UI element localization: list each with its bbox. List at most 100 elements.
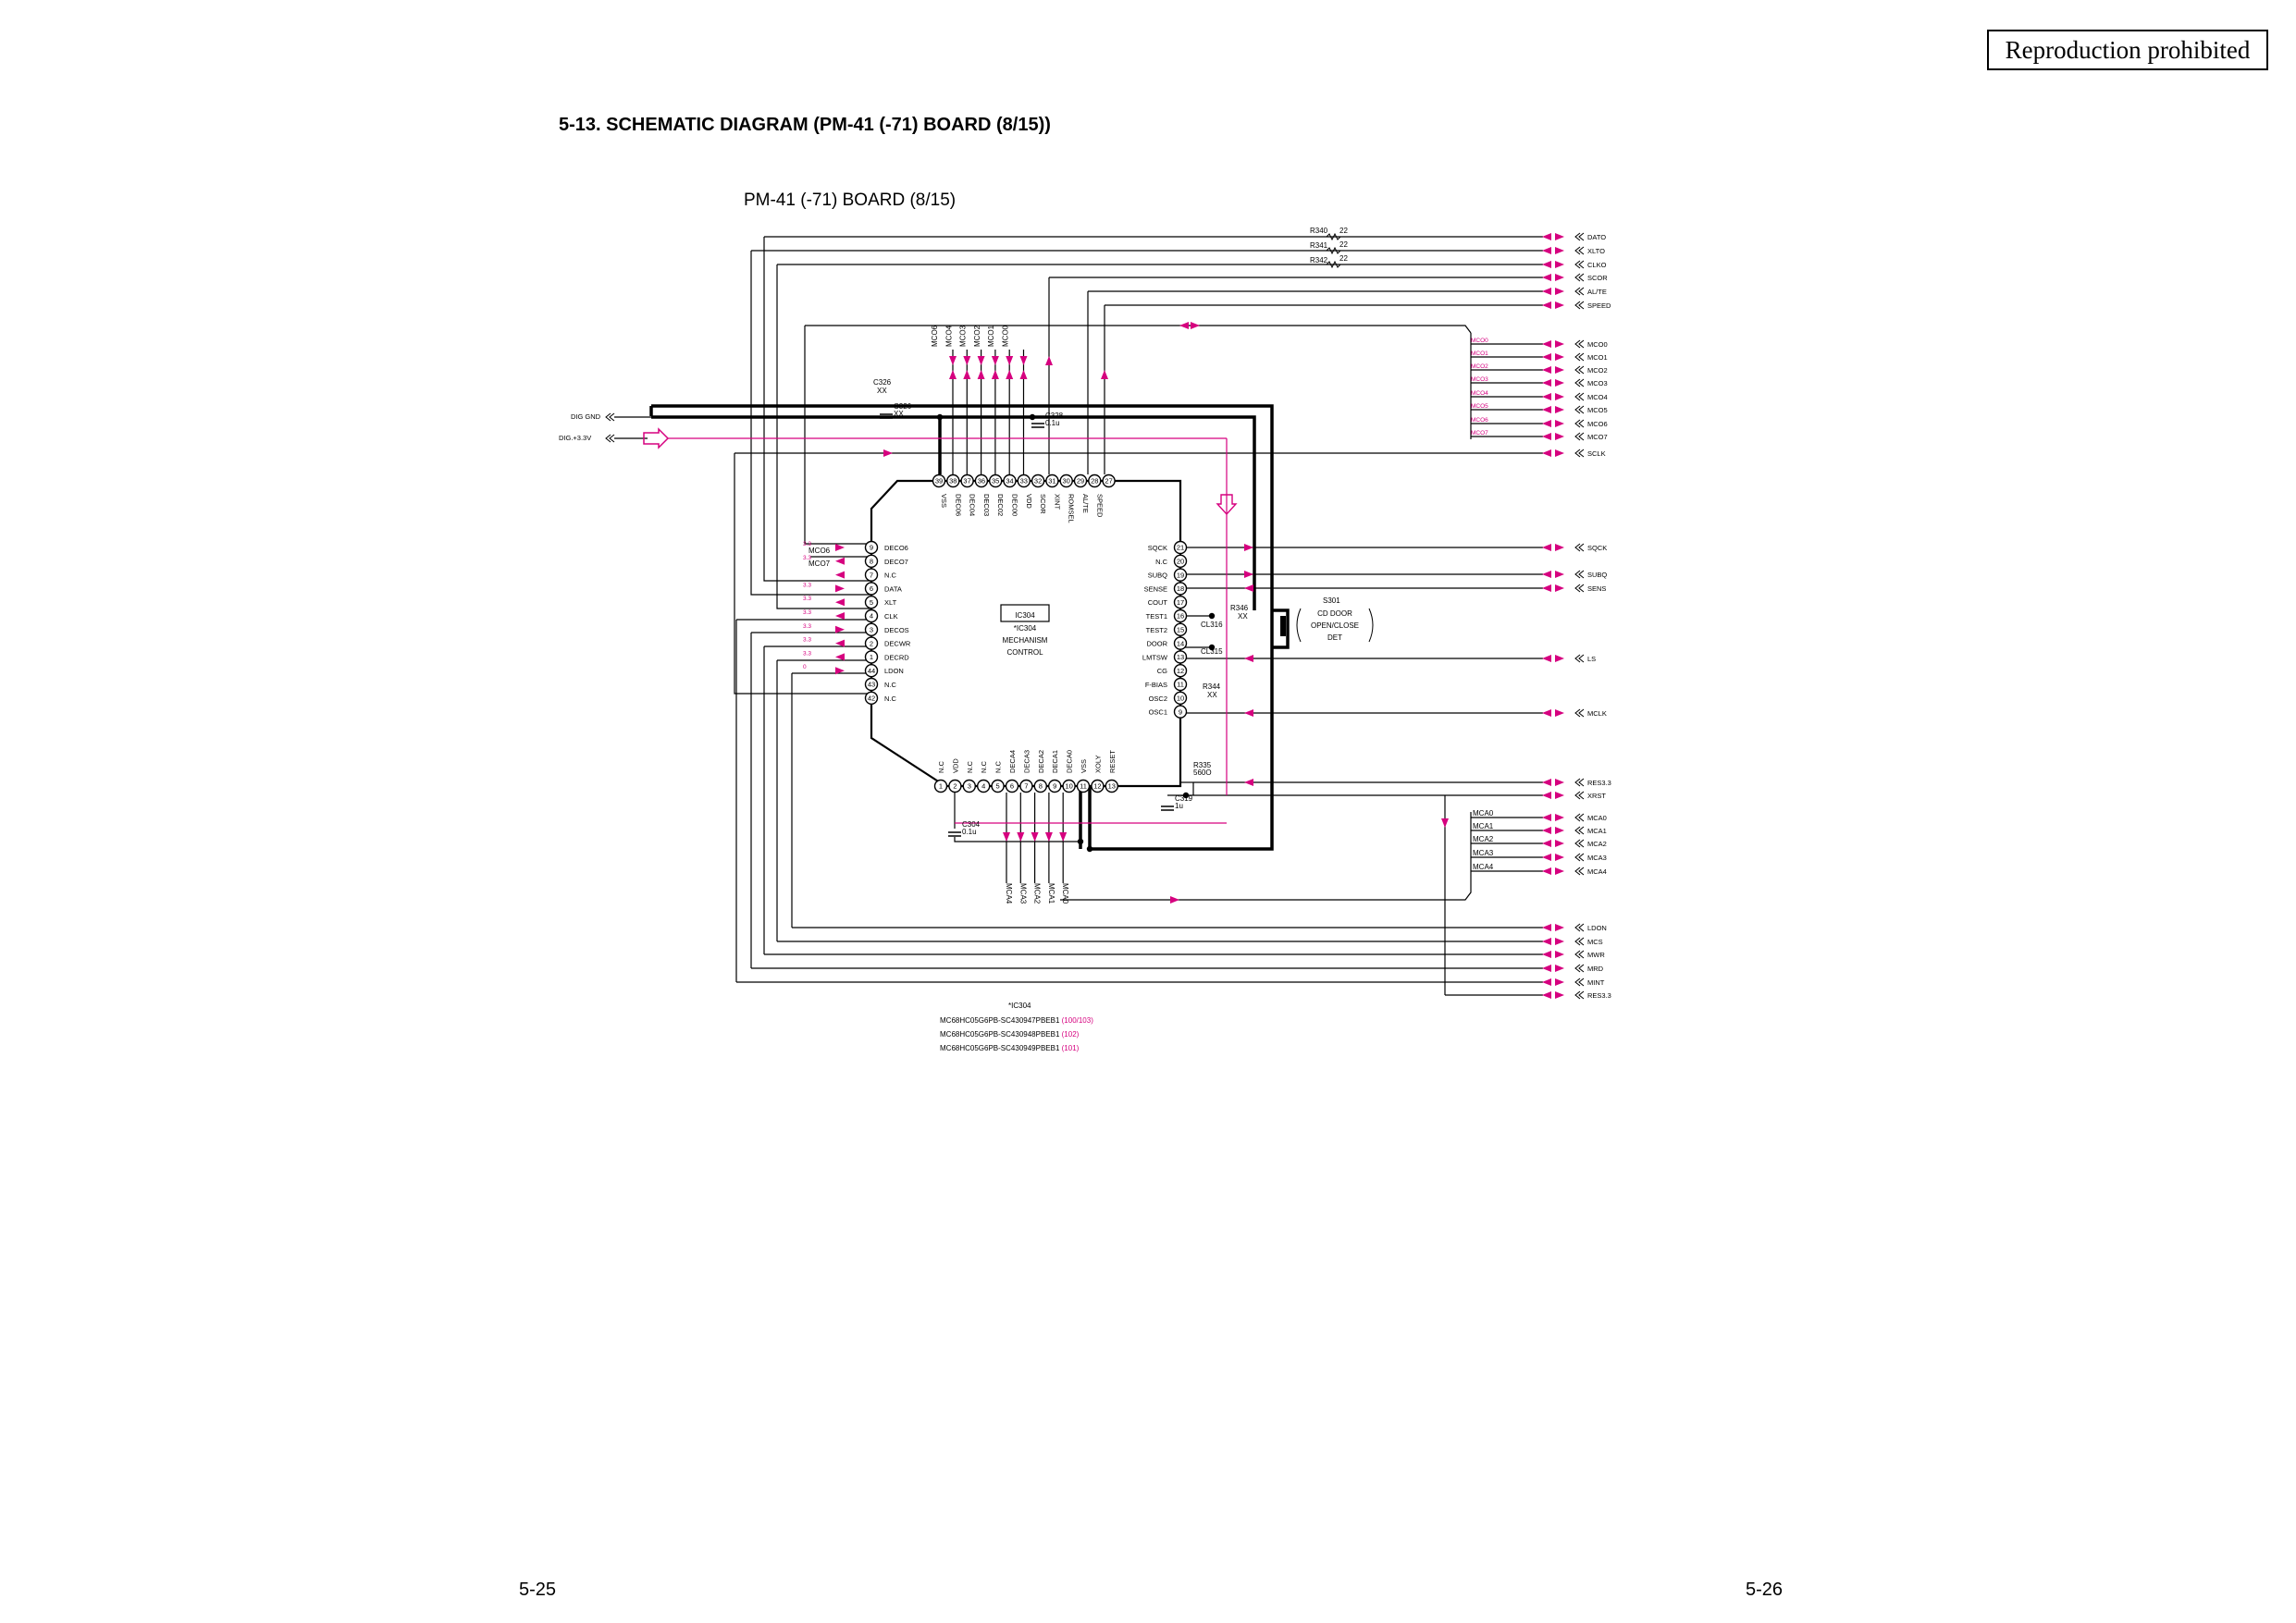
pin-label-left: N.C	[884, 695, 897, 703]
pin-number: 8	[870, 558, 873, 566]
connector-chevron	[1574, 990, 1585, 1000]
bus-label: MCA2	[1473, 835, 1494, 843]
switch-symbol	[1280, 616, 1286, 636]
notes-part: MC68HC05G6PB-SC430948PBEB1	[940, 1030, 1062, 1039]
connector-chevron	[1574, 232, 1585, 241]
net-mclk: MCLK	[1587, 709, 1607, 718]
connector-arrow	[1555, 951, 1564, 958]
switch-label: OPEN/CLOSE	[1311, 621, 1359, 630]
pin-label-left: XLT	[884, 598, 897, 607]
pin-label-bottom: N.C	[966, 761, 974, 774]
pin-number: 12	[1177, 667, 1184, 675]
pin-circle	[1102, 473, 1116, 488]
net-mco6: MCO6	[1587, 420, 1608, 428]
connector-arrow	[1555, 978, 1564, 986]
signal-arrow	[1244, 779, 1253, 786]
connector-dig-3v3: DIG.+3.3V	[559, 434, 591, 442]
pin-circle	[1088, 473, 1102, 488]
components	[880, 232, 1374, 853]
connector-chevron	[1574, 365, 1585, 375]
connector-arrow	[1555, 709, 1564, 717]
resistor-symbol	[1326, 246, 1341, 255]
pin-label-right: TEST2	[1146, 626, 1167, 634]
connector-arrow	[1555, 584, 1564, 592]
pin-number: 34	[1006, 477, 1013, 486]
power-rail-gnd	[651, 404, 1274, 851]
connector-arrow	[1555, 353, 1564, 361]
pin-voltage: 3.3	[803, 623, 811, 630]
wires	[614, 236, 1543, 996]
connector-arrow	[1555, 233, 1564, 240]
pin-label-bottom: DECA0	[1066, 750, 1074, 773]
connector-chevron	[1574, 352, 1585, 362]
net-mint: MINT	[1587, 978, 1605, 987]
connector-arrow	[1542, 814, 1551, 821]
bus-label-top: MCO1	[987, 325, 995, 347]
signal-arrow	[835, 598, 845, 607]
pin-label-top: DEC03	[982, 494, 991, 516]
ic-note-ref: *IC304	[1014, 624, 1037, 633]
connector-arrow	[1542, 854, 1551, 861]
pin-voltage: 3.3	[803, 582, 811, 588]
pin-number: 43	[868, 681, 875, 689]
signal-arrow	[1019, 356, 1028, 365]
pin-label-left: DECRD	[884, 653, 909, 661]
net-speed: SPEED	[1587, 301, 1611, 310]
bus-label: MCA1	[1473, 822, 1494, 830]
signal-arrow	[1244, 584, 1253, 592]
pin-label-top: DEC00	[1011, 494, 1019, 516]
pin-number: 7	[870, 571, 873, 579]
pin-number: 42	[868, 695, 875, 703]
pin-label-right: OSC2	[1149, 695, 1167, 703]
connector-arrow	[1555, 406, 1564, 413]
bus-label-bottom: MCA4	[1005, 883, 1013, 904]
connector-arrow	[1542, 792, 1551, 799]
connector-chevron	[1574, 826, 1585, 835]
pin-number: 14	[1177, 639, 1184, 647]
bus-label: MCO1	[1471, 350, 1488, 357]
connector-chevron	[1574, 449, 1585, 458]
pin-circle	[1076, 779, 1091, 793]
notes-line: MC68HC05G6PB-SC430949PBEB1 (101)	[940, 1044, 1080, 1052]
pin-number: 8	[1039, 782, 1043, 791]
signal-arrow	[977, 370, 985, 379]
pin-circle	[1019, 779, 1033, 793]
connector-arrow	[1542, 827, 1551, 834]
connector-arrow	[1542, 709, 1551, 717]
resistor-ref: R346	[1230, 604, 1249, 612]
signal-arrow	[835, 544, 845, 551]
capacitor-c319-ref: C319	[1175, 794, 1193, 803]
wire	[804, 326, 871, 545]
net-mca3: MCA3	[1587, 854, 1607, 862]
notes-line: MC68HC05G6PB-SC430947PBEB1 (100/103)	[940, 1016, 1093, 1025]
pin-circle	[946, 473, 960, 488]
signal-arrow	[1031, 832, 1039, 842]
pin-label-bottom: RESET	[1108, 750, 1117, 773]
capacitor-c326-label: C326	[873, 378, 892, 387]
connector-arrow	[1555, 571, 1564, 578]
signal-arrow	[977, 356, 985, 365]
connector-chevron	[1574, 813, 1585, 822]
pin-circle	[864, 540, 879, 555]
pin-number: 6	[1010, 782, 1014, 791]
pin-number: 9	[1053, 782, 1056, 791]
net-res33: RES3.3	[1587, 779, 1611, 787]
resistor-ref: R344	[1203, 682, 1221, 691]
connector-chevron	[1574, 867, 1585, 876]
pin-number: 21	[1177, 544, 1184, 552]
connector-arrow	[1555, 247, 1564, 254]
bus-label: MCO7	[809, 559, 831, 568]
resistor-ref: R342	[1310, 256, 1328, 264]
pin-number: 18	[1177, 584, 1184, 593]
net-mrd: MRD	[1587, 965, 1604, 973]
connector-arrow	[1555, 544, 1564, 551]
net-xrst: XRST	[1587, 792, 1606, 800]
net-labels: DIG GNDDIG.+3.3VDATOXLTOCLKOSCORAL/TESPE…	[559, 227, 1611, 1000]
pin-label-left: DATA	[884, 584, 902, 593]
connector-arrow	[1555, 965, 1564, 972]
power-flow-arrow	[643, 427, 670, 449]
connector-arrow	[1555, 274, 1564, 281]
connector-arrow	[1542, 340, 1551, 348]
connector-arrow	[1542, 366, 1551, 374]
bus-label-top: MCO6	[931, 325, 939, 347]
